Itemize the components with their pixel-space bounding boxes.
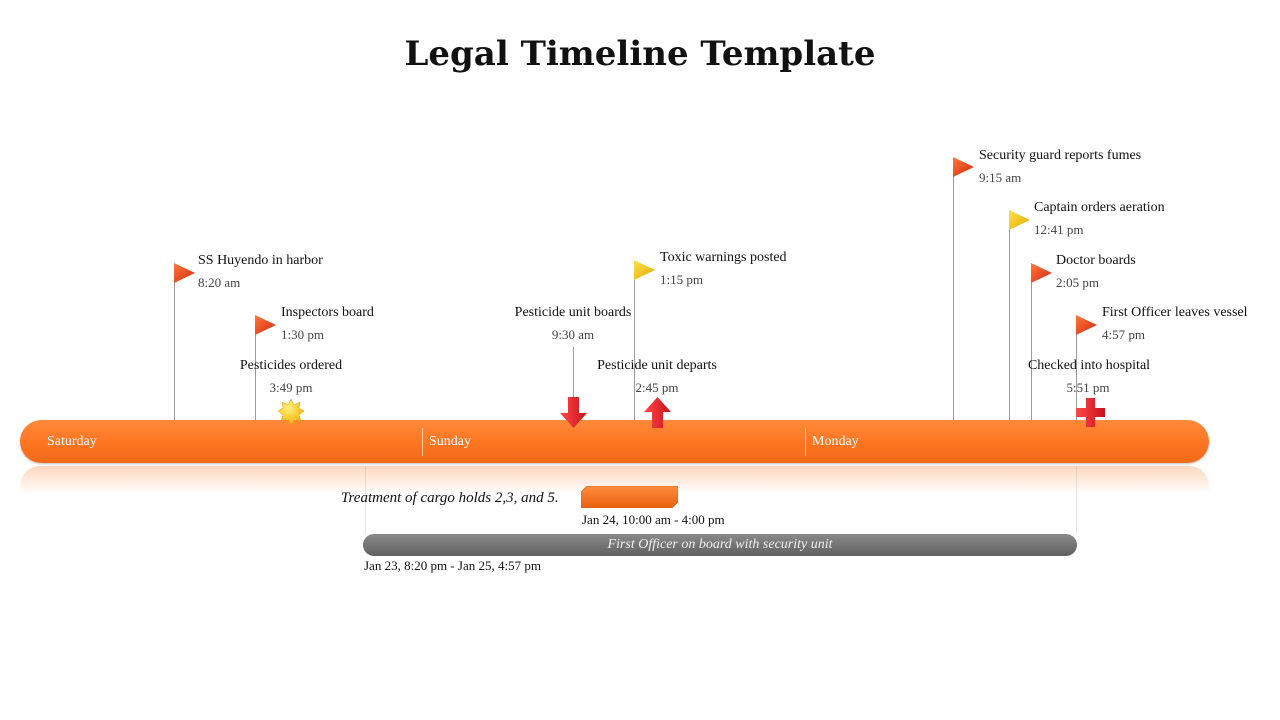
event-title: Pesticides ordered xyxy=(239,358,343,373)
event-title: Pesticide unit departs xyxy=(597,358,717,373)
event-time: 5:51 pm xyxy=(1066,380,1110,395)
medical-cross-icon xyxy=(1076,398,1105,427)
red-flag-icon xyxy=(953,157,974,177)
event-time: 4:57 pm xyxy=(1102,327,1145,342)
starburst-icon xyxy=(277,398,305,426)
page-title: Legal Timeline Template xyxy=(404,34,876,74)
event-time: 2:05 pm xyxy=(1056,275,1099,290)
event-time: 1:30 pm xyxy=(281,327,324,342)
event-stem xyxy=(634,262,635,420)
event-stem xyxy=(1031,264,1032,420)
red-flag-icon xyxy=(255,315,276,335)
red-flag-icon xyxy=(1076,315,1097,335)
range-dates: Jan 24, 10:00 am - 4:00 pm xyxy=(582,512,725,527)
red-flag-icon xyxy=(1031,263,1052,283)
day-separator xyxy=(805,428,806,456)
event-stem xyxy=(573,347,574,402)
event-stem xyxy=(1009,211,1010,420)
red-flag-icon xyxy=(174,263,195,283)
day-label-sunday: Sunday xyxy=(429,434,471,449)
event-stem xyxy=(174,264,175,420)
day-separator xyxy=(422,428,423,456)
event-title: SS Huyendo in harbor xyxy=(198,253,323,268)
event-stem xyxy=(1076,316,1077,420)
range-bar xyxy=(363,534,1077,556)
range-bar xyxy=(581,486,678,508)
event-title: Captain orders aeration xyxy=(1034,200,1165,215)
event-time: 8:20 am xyxy=(198,275,241,290)
range-label: First Officer on board with security uni… xyxy=(607,537,833,552)
event-title: Doctor boards xyxy=(1056,253,1136,268)
event-time: 9:30 am xyxy=(551,327,595,342)
event-stem xyxy=(953,158,954,420)
yellow-flag-icon xyxy=(634,260,655,280)
event-time: 3:49 pm xyxy=(269,380,313,395)
range-guide-line xyxy=(1076,466,1077,534)
event-time: 1:15 pm xyxy=(660,272,703,287)
event-time: 12:41 pm xyxy=(1034,222,1084,237)
event-title: Security guard reports fumes xyxy=(979,148,1142,163)
range-guide-line xyxy=(365,466,366,534)
event-title: Pesticide unit boards xyxy=(514,305,632,320)
event-title: Toxic warnings posted xyxy=(660,250,787,265)
event-title: Checked into hospital xyxy=(1027,358,1151,373)
event-title: Inspectors board xyxy=(281,305,374,320)
day-label-monday: Monday xyxy=(812,434,859,449)
yellow-flag-icon xyxy=(1009,210,1030,230)
event-stem xyxy=(255,316,256,420)
timeline-band xyxy=(20,420,1209,463)
range-dates: Jan 23, 8:20 pm - Jan 25, 4:57 pm xyxy=(364,558,541,573)
down-arrow-icon xyxy=(560,397,587,428)
up-arrow-icon xyxy=(644,397,671,428)
day-label-saturday: Saturday xyxy=(47,434,97,449)
event-title: First Officer leaves vessel xyxy=(1102,305,1248,320)
event-time: 9:15 am xyxy=(979,170,1022,185)
range-label: Treatment of cargo holds 2,3, and 5. xyxy=(341,490,559,506)
event-time: 2:45 pm xyxy=(635,380,679,395)
